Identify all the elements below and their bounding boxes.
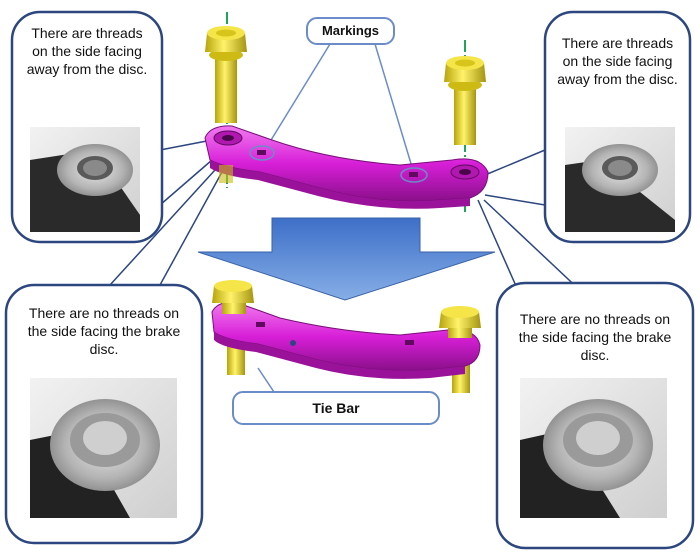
- photo-bottom-left: [30, 378, 177, 518]
- callout-text-top-left: There are threads on the side facing awa…: [26, 25, 148, 77]
- bolt-left-top: [205, 26, 247, 123]
- down-arrow: [197, 217, 496, 301]
- bolt-left-bottom: [212, 280, 254, 314]
- marking-circle-right: [400, 167, 428, 183]
- callout-text-top-right: There are threads on the side facing awa…: [557, 35, 678, 87]
- markings-label: Markings: [321, 23, 380, 38]
- callout-text-bottom-left: There are no threads on the side facing …: [27, 305, 181, 357]
- photo-bottom-right: [520, 378, 667, 518]
- tie-bar-label-box: [232, 391, 440, 425]
- bottom-assembly: [211, 280, 481, 393]
- tie-bar-top: [204, 125, 489, 209]
- callout-text-bottom-right: There are no threads on the side facing …: [518, 311, 672, 363]
- bolt-right-top: [444, 56, 486, 145]
- marking-circle-left: [249, 145, 275, 161]
- top-assembly: [204, 12, 489, 212]
- callout-connectors: [109, 139, 586, 296]
- tie-bar-label: Tie Bar: [312, 400, 360, 416]
- bolt-right-bottom: [439, 306, 481, 338]
- markings-label-box: [306, 17, 395, 45]
- photo-top-right: [565, 127, 675, 232]
- photo-top-left: [30, 127, 140, 232]
